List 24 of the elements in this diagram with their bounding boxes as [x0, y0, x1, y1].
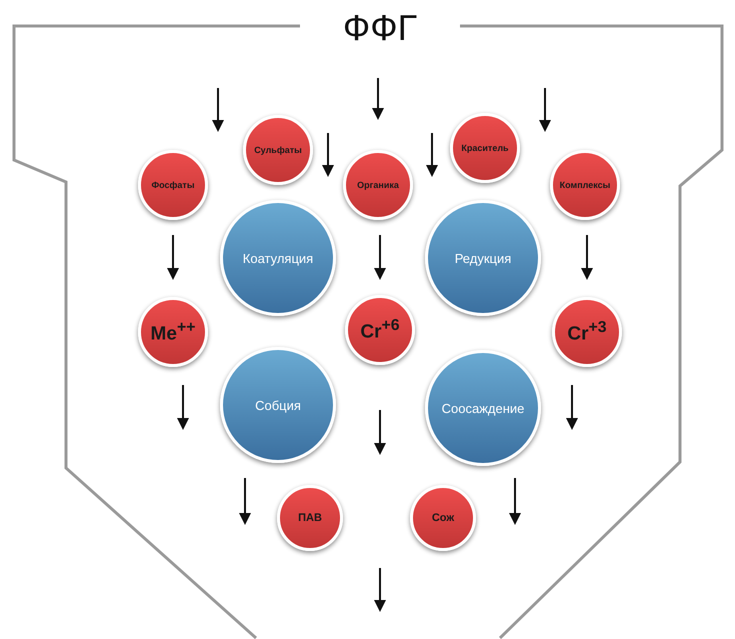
- circle-label: Краситель: [461, 143, 509, 153]
- pollutant-circle: [243, 115, 313, 185]
- pollutant-circle: [343, 150, 413, 220]
- pollutant-circle: [277, 485, 343, 551]
- circle-label: Органика: [357, 180, 399, 190]
- circle-label: Сульфаты: [254, 145, 302, 155]
- pollutant-circle: [345, 295, 415, 365]
- circle-label: Me$^{++}$: [150, 318, 196, 346]
- pollutant-circle: [450, 113, 520, 183]
- pollutant-circle: [550, 150, 620, 220]
- circle-label: Собция: [255, 398, 301, 412]
- pollutant-circle: [410, 485, 476, 551]
- circle-label: Cr$^{+3}$: [567, 318, 607, 346]
- circle-label: Редукция: [454, 250, 512, 266]
- circle-label: Фосфаты: [151, 180, 195, 190]
- pollutant-circle: [138, 297, 208, 367]
- circle-label: Cr$^{+6}$: [360, 316, 400, 344]
- circle-label: Коатуляция: [242, 250, 314, 266]
- pollutant-circle: [552, 297, 622, 367]
- pollutant-circle: [138, 150, 208, 220]
- circle-label: ПАВ: [298, 512, 322, 524]
- circle-label: Соосаждение: [442, 400, 524, 416]
- circle-label: Сож: [432, 512, 454, 524]
- circle-label: Комплексы: [560, 180, 610, 190]
